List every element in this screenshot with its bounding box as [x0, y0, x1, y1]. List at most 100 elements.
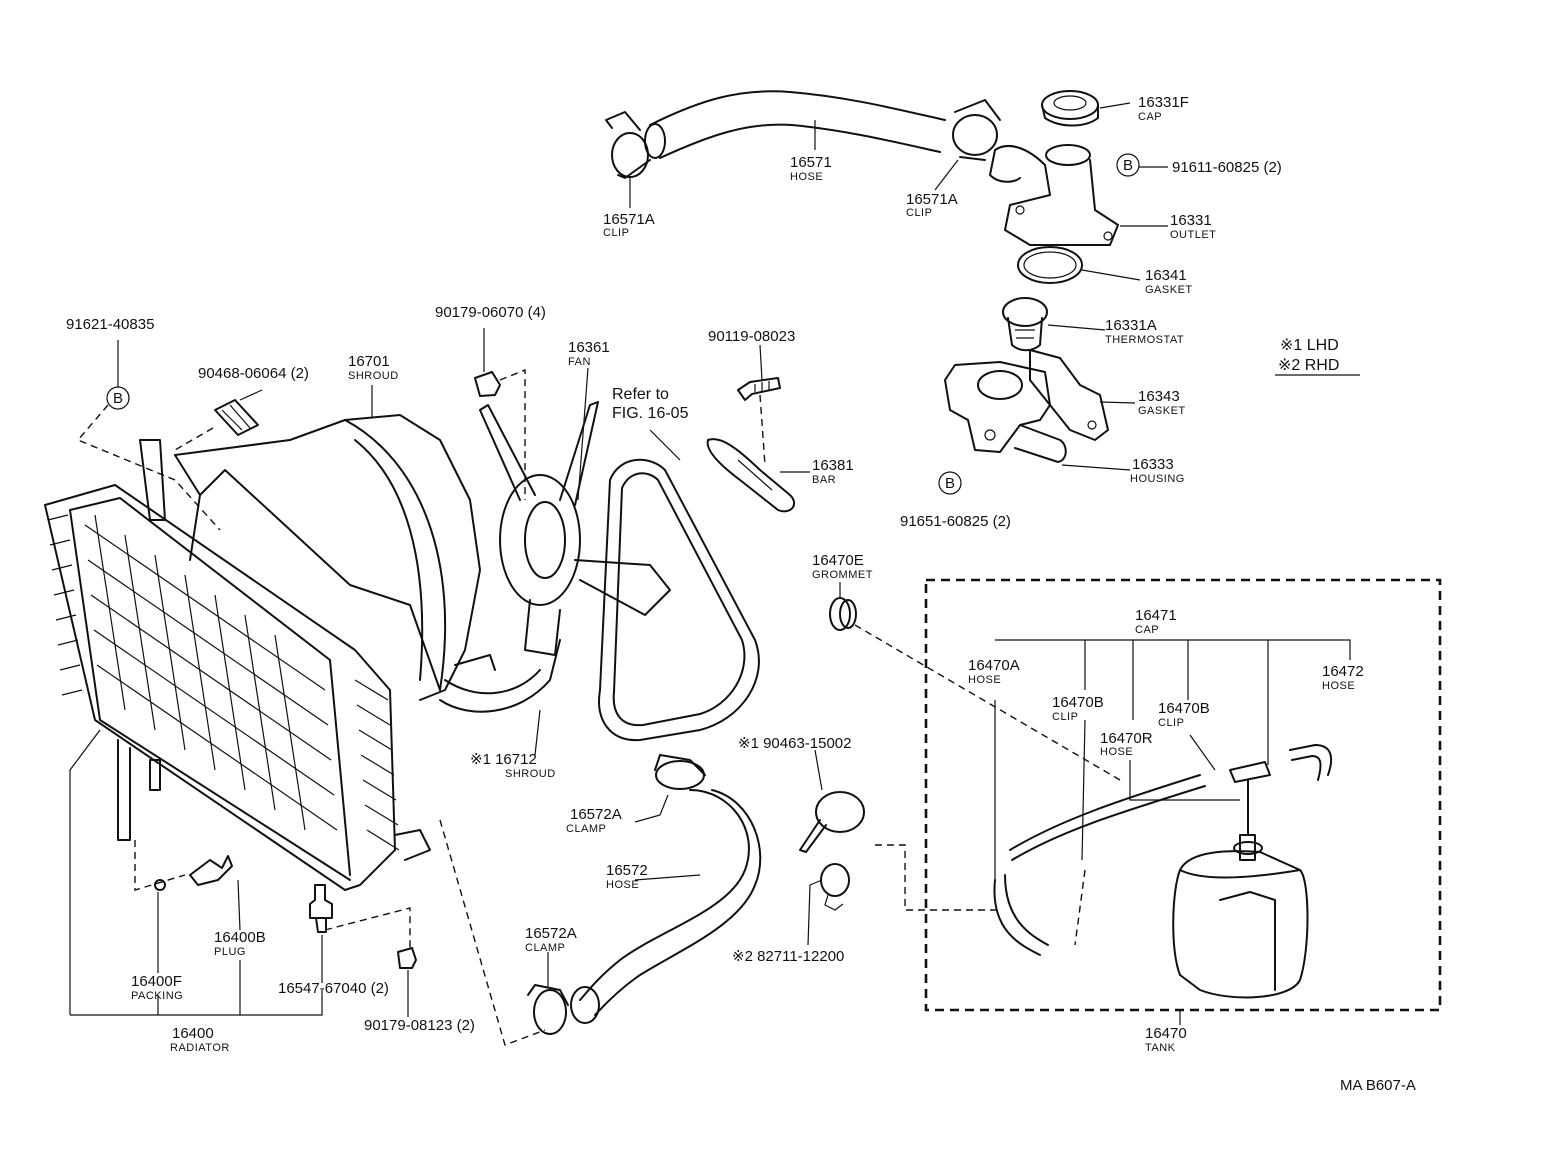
- label-16331a-sub: THERMOSTAT: [1105, 334, 1184, 346]
- label-16471-num: 16471: [1135, 607, 1177, 624]
- label-16343-sub: GASKET: [1138, 405, 1186, 417]
- fan-16361: [479, 401, 671, 656]
- label-16361-num: 16361: [568, 339, 610, 356]
- label-16341-sub: GASKET: [1145, 284, 1193, 296]
- clamp-82711: [820, 863, 850, 911]
- label-16571-sub: HOSE: [790, 171, 823, 183]
- clamp-90463: [799, 791, 865, 853]
- legend-lhd: ※1 LHD: [1280, 337, 1339, 354]
- label-16470r-num: 16470R: [1100, 730, 1153, 747]
- label-16470r-sub: HOSE: [1100, 746, 1133, 758]
- label-16331f-sub: CAP: [1138, 111, 1162, 123]
- guide-grommet: [854, 624, 1121, 781]
- reserve-tank-16470: [1172, 834, 1309, 999]
- label-16400f-num: 16400F: [131, 973, 182, 990]
- label-16472-num: 16472: [1322, 663, 1364, 680]
- bolt-marker-b-outlet: B: [1116, 153, 1140, 177]
- clamp-16572a-top: [654, 754, 706, 790]
- label-16470e-num: 16470E: [812, 552, 864, 569]
- label-82711-num: ※2 82711-12200: [732, 948, 844, 965]
- bar-16381: [706, 438, 796, 513]
- label-16470-sub: TANK: [1145, 1042, 1176, 1054]
- label-16571-num: 16571: [790, 154, 832, 171]
- label-16572a-bottom-num: 16572A: [525, 925, 577, 942]
- label-16701-num: 16701: [348, 353, 390, 370]
- label-16572a-top-sub: CLAMP: [566, 823, 606, 835]
- thermostat-16331a: [1002, 297, 1048, 352]
- label-16400-num: 16400: [172, 1025, 214, 1042]
- leader-lines: [69, 102, 1351, 1025]
- lower-hose-16572: [570, 789, 762, 1024]
- label-16331-num: 16331: [1170, 212, 1212, 229]
- legend-rhd: ※2 RHD: [1278, 357, 1339, 374]
- label-16331a-num: 16331A: [1105, 317, 1157, 334]
- label-91651-num: 91651-60825 (2): [900, 513, 1011, 530]
- label-16470a-num: 16470A: [968, 657, 1020, 674]
- guide-90119: [759, 394, 766, 466]
- refer-line2: FIG. 16-05: [612, 405, 689, 422]
- legend: ※1 LHD ※2 RHD: [1275, 337, 1360, 376]
- label-16470-num: 16470: [1145, 1025, 1187, 1042]
- label-90468-num: 90468-06064 (2): [198, 365, 309, 382]
- svg-text:B: B: [945, 475, 955, 492]
- hose-16470a: [993, 874, 1049, 956]
- svg-text:B: B: [1123, 157, 1133, 174]
- svg-text:B: B: [113, 390, 123, 407]
- plug-16400b: [189, 855, 233, 886]
- grommet-16470e: [829, 597, 857, 631]
- hose-16472: [1289, 744, 1333, 781]
- label-16400b-num: 16400B: [214, 929, 266, 946]
- label-16400b-sub: PLUG: [214, 946, 246, 958]
- guide-drain-nut: [324, 907, 411, 950]
- label-16470b-b-num: 16470B: [1158, 700, 1210, 717]
- nut-90179-08123: [397, 947, 417, 969]
- clip-16571a-right: [952, 99, 1001, 161]
- radiator-16400: [44, 484, 431, 891]
- label-16470b-a-sub: CLIP: [1052, 711, 1078, 723]
- label-16701-sub: SHROUD: [348, 370, 399, 382]
- label-16331-sub: OUTLET: [1170, 229, 1216, 241]
- guide-tank-connect: [875, 844, 1000, 911]
- label-16571a-left-sub: CLIP: [603, 227, 629, 239]
- label-16470a-sub: HOSE: [968, 674, 1001, 686]
- label-16341-num: 16341: [1145, 267, 1187, 284]
- label-16547-num: 16547-67040 (2): [278, 980, 389, 997]
- label-16471-sub: CAP: [1135, 624, 1159, 636]
- water-outlet-16331: [989, 144, 1119, 246]
- shroud-16712: [439, 639, 561, 713]
- refer-line1: Refer to: [612, 386, 669, 403]
- label-16400-sub: RADIATOR: [170, 1042, 230, 1054]
- guide-lower-hose: [439, 819, 546, 1046]
- label-91611-num: 91611-60825 (2): [1172, 159, 1282, 176]
- bolt-90119: [737, 377, 781, 401]
- nut-90179-06070: [474, 371, 501, 397]
- upper-hose-16571: [644, 90, 946, 159]
- label-16333-num: 16333: [1132, 456, 1174, 473]
- radiator-cap-16331f: [1041, 90, 1099, 127]
- label-16470b-b-sub: CLIP: [1158, 717, 1184, 729]
- label-16712-sub: SHROUD: [505, 768, 556, 780]
- guide-90468: [174, 427, 214, 451]
- label-90179-06070-num: 90179-06070 (4): [435, 304, 546, 321]
- label-16400f-sub: PACKING: [131, 990, 183, 1002]
- labels: 16331F CAP 91611-60825 (2) 16331 OUTLET …: [66, 94, 1364, 1054]
- guide-90179-06070: [499, 368, 526, 500]
- bolt-marker-b-housing: B: [938, 471, 962, 495]
- v-belt: [598, 458, 760, 742]
- clip-16571a-left: [605, 111, 651, 179]
- bolt-90468: [214, 399, 259, 436]
- clamp-16572a-bottom: [527, 984, 569, 1035]
- guide-drain-plug: [134, 840, 186, 891]
- label-16361-sub: FAN: [568, 356, 591, 368]
- drain-cock-16547: [309, 884, 333, 933]
- label-16572a-bottom-sub: CLAMP: [525, 942, 565, 954]
- thermostat-housing-16333: [944, 361, 1067, 463]
- drawing-code: MA B607-A: [1340, 1077, 1416, 1094]
- label-16381-num: 16381: [812, 457, 854, 474]
- label-16571a-left-num: 16571A: [603, 211, 655, 228]
- label-16571a-right-num: 16571A: [906, 191, 958, 208]
- label-16470b-a-num: 16470B: [1052, 694, 1104, 711]
- guide-b-radiator: [76, 404, 221, 531]
- gasket-16341: [1017, 246, 1083, 284]
